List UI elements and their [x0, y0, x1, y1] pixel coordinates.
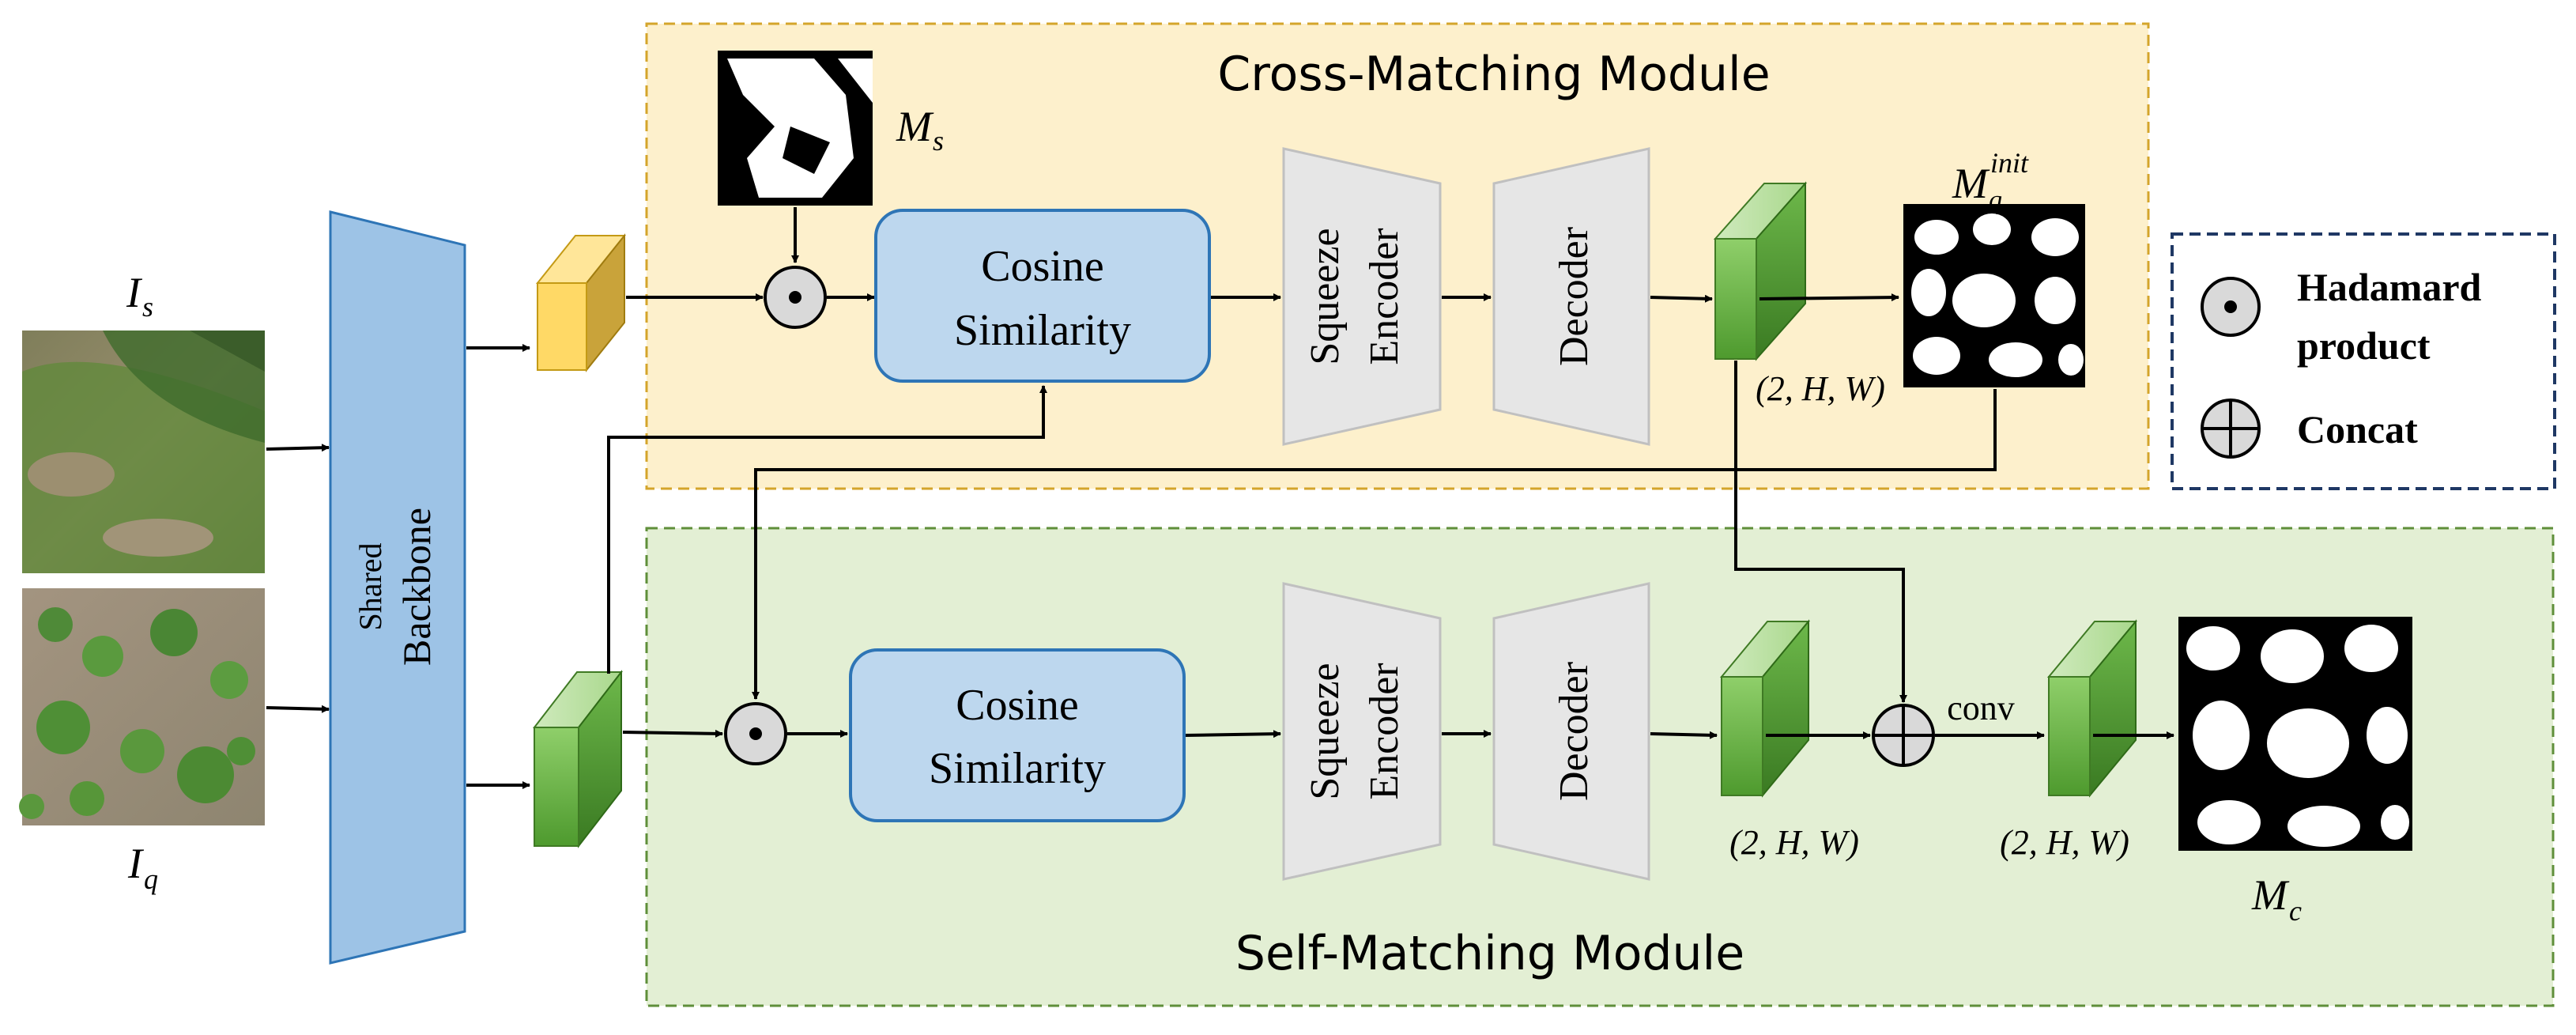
self-module-title: Self-Matching Module: [1235, 926, 1744, 981]
decoder-cross: [1492, 147, 1650, 446]
conv-label: conv: [1947, 689, 2015, 727]
cosine-self-line1: Cosine: [956, 681, 1079, 730]
legend-concat-icon: [2201, 399, 2261, 459]
concat-op: [1872, 704, 1935, 767]
hadamard-op-self: [724, 702, 787, 765]
decoder-self: [1492, 582, 1650, 881]
squeeze-encoder-cross: [1282, 147, 1442, 446]
initial-mask-sub: q: [1989, 186, 2002, 215]
initial-mask-label: M: [1952, 160, 1990, 207]
squeeze-encoder-self: [1282, 582, 1442, 881]
backbone-label-line2: Backbone: [394, 508, 439, 666]
support-mask-label: M: [896, 103, 934, 150]
initial-query-mask: [1903, 204, 2085, 387]
query-image-label: I: [127, 840, 145, 887]
backbone-label-line1: Shared: [353, 542, 388, 630]
cosine-similarity-cross: [874, 209, 1211, 383]
query-image-sub: q: [144, 863, 158, 895]
legend-concat-label: Concat: [2297, 407, 2418, 451]
final-mask-sub: c: [2289, 895, 2302, 927]
decoder-self-label: Decoder: [1552, 662, 1597, 801]
support-image: [22, 331, 265, 573]
legend-hadamard-icon: [2201, 277, 2261, 337]
squeeze-self-line2: Encoder: [1362, 663, 1407, 799]
support-image-label: I: [126, 269, 143, 316]
legend-hadamard-line2: product: [2297, 323, 2431, 368]
squeeze-cross-line2: Encoder: [1362, 228, 1407, 365]
fused-feature: [2046, 619, 2138, 798]
final-mask-label: M: [2251, 871, 2290, 919]
decoder-cross-label: Decoder: [1552, 227, 1597, 366]
support-image-sub: s: [142, 291, 153, 323]
hadamard-op-cross: [764, 266, 827, 329]
self-output-dim: (2, H, W): [1729, 823, 1859, 862]
shared-backbone: [329, 210, 466, 965]
support-mask: [718, 51, 873, 206]
initial-mask-sup: init: [1990, 147, 2029, 179]
cosine-cross-line2: Similarity: [954, 306, 1131, 355]
query-feature: [532, 670, 624, 848]
cosine-cross-line1: Cosine: [981, 242, 1104, 291]
self-output-feature: [1719, 619, 1811, 798]
squeeze-self-line1: Squeeze: [1303, 663, 1348, 799]
cosine-similarity-self: [849, 648, 1186, 822]
support-mask-sub: s: [933, 125, 944, 157]
cross-module-title: Cross-Matching Module: [1217, 47, 1770, 102]
final-mask: [2178, 617, 2412, 851]
squeeze-cross-line1: Squeeze: [1303, 228, 1348, 365]
cross-output-feature: [1713, 181, 1808, 361]
cosine-self-line2: Similarity: [929, 744, 1106, 793]
cross-output-dim: (2, H, W): [1756, 369, 1885, 408]
fused-dim: (2, H, W): [2000, 823, 2129, 862]
legend-hadamard-line1: Hadamard: [2297, 265, 2482, 309]
support-feature: [535, 233, 627, 372]
query-image: [19, 588, 265, 825]
